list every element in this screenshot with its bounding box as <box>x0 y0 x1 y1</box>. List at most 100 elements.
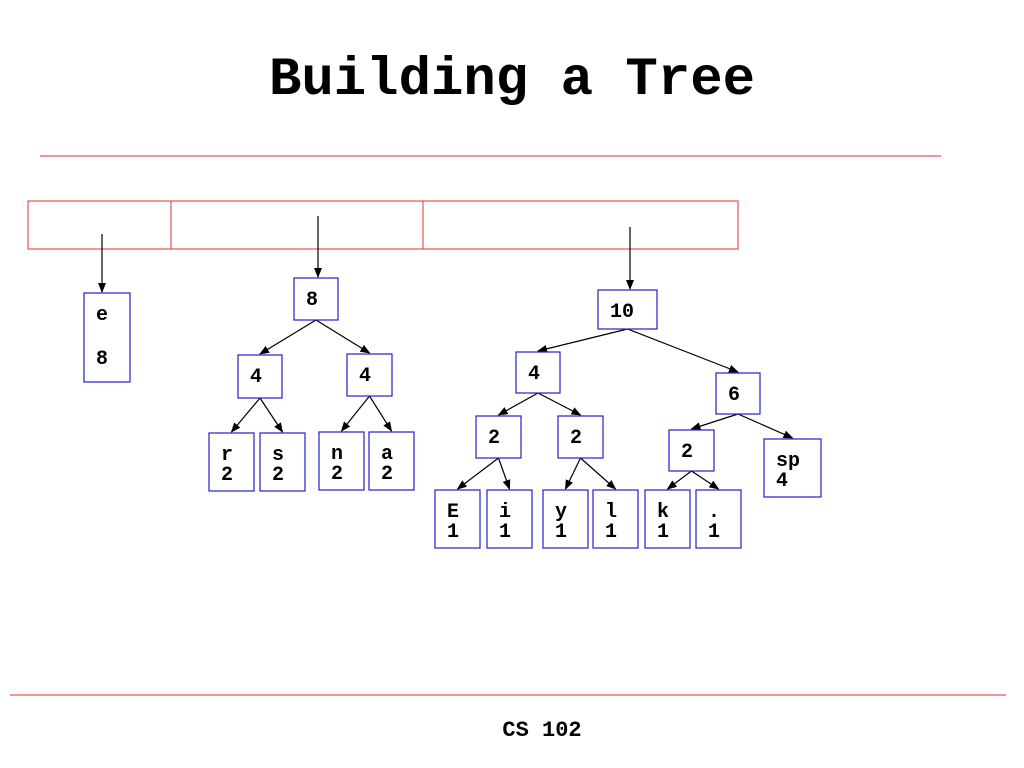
node-weight: 8 <box>96 348 108 371</box>
node-label: 4 <box>359 365 371 388</box>
tree-edge-t6-to-t2c <box>690 413 739 431</box>
tree-edge-t10-to-t6 <box>627 328 739 373</box>
tree-edge-t10-to-t4 <box>537 328 628 353</box>
node-box <box>763 438 822 498</box>
node-box <box>695 489 742 549</box>
tree-edge-t8-to-t8l <box>259 319 317 355</box>
node-label: i <box>499 501 511 524</box>
node-weight: 2 <box>272 464 284 487</box>
node-box <box>208 432 255 492</box>
node-weight: 1 <box>555 521 567 544</box>
node-label: r <box>221 444 233 467</box>
tree-node-t8r: 4 <box>346 353 393 397</box>
tree-node-r: r2 <box>208 432 255 492</box>
node-label: 2 <box>570 427 582 450</box>
node-label: e <box>96 304 108 327</box>
node-weight: 1 <box>708 521 720 544</box>
node-weight: 4 <box>776 470 788 493</box>
node-label: 2 <box>488 427 500 450</box>
node-label: l <box>605 501 617 524</box>
tree-edge-t2c-to-k <box>666 470 692 490</box>
tree-node-a: a2 <box>368 431 415 491</box>
tree-node-i: i1 <box>486 489 533 549</box>
node-box <box>368 431 415 491</box>
tree-node-t2b: 2 <box>557 415 604 459</box>
node-box <box>515 351 561 394</box>
tree-edge-t2a-to-i <box>497 457 511 490</box>
tree-node-k: k1 <box>644 489 691 549</box>
node-weight: 2 <box>331 463 343 486</box>
node-weight: 1 <box>499 521 511 544</box>
node-label: 6 <box>728 384 740 407</box>
tree-node-dot: .1 <box>695 489 742 549</box>
tree-edge-t4-to-t2b <box>537 392 582 416</box>
node-label: 2 <box>681 441 693 464</box>
tree-node-t6: 6 <box>715 372 761 415</box>
node-box <box>259 432 306 492</box>
tree-node-t10: 10 <box>597 289 658 330</box>
node-box <box>592 489 639 549</box>
tree-node-l: l1 <box>592 489 639 549</box>
node-weight: 2 <box>381 463 393 486</box>
node-label: k <box>657 501 669 524</box>
tree-edge-t8r-to-a <box>368 395 393 432</box>
tree-node-n: n2 <box>318 431 365 491</box>
tree-node-e: e8 <box>83 292 131 383</box>
slide-title: Building a Tree <box>268 50 756 111</box>
tree-edge-t8l-to-s <box>259 397 284 433</box>
tree-edge-t4-to-t2a <box>497 392 539 416</box>
tree-edge-t8l-to-r <box>230 397 261 433</box>
node-box <box>346 353 393 397</box>
node-box <box>644 489 691 549</box>
node-weight: 1 <box>657 521 669 544</box>
tree-edge-t6-to-sp <box>737 413 794 439</box>
tree-node-s: s2 <box>259 432 306 492</box>
tree-edge-t8r-to-n <box>340 395 370 432</box>
node-label: 4 <box>528 363 540 386</box>
tree-edge-t8-to-t8r <box>315 319 371 354</box>
node-box <box>237 354 283 399</box>
node-label: s <box>272 444 284 467</box>
tree-edge-t2a-to-E <box>456 457 499 490</box>
tree-node-y: y1 <box>542 489 589 549</box>
queue-frame <box>27 200 739 250</box>
node-box <box>542 489 589 549</box>
node-box <box>434 489 481 549</box>
node-weight: 1 <box>447 521 459 544</box>
node-label: 8 <box>306 289 318 312</box>
tree-node-t2a: 2 <box>475 415 522 459</box>
tree-node-t8: 8 <box>293 277 339 321</box>
node-box <box>83 292 131 383</box>
node-label: 10 <box>610 301 634 324</box>
node-label: n <box>331 443 343 466</box>
node-box <box>597 289 658 330</box>
tree-node-t8l: 4 <box>237 354 283 399</box>
slide-footer: CS 102 <box>502 718 582 743</box>
node-box <box>318 431 365 491</box>
node-box <box>293 277 339 321</box>
tree-edge-t2b-to-l <box>580 457 617 490</box>
tree-node-E: E1 <box>434 489 481 549</box>
node-label: . <box>708 501 720 524</box>
tree-node-t2c: 2 <box>668 429 715 472</box>
node-weight: 1 <box>605 521 617 544</box>
tree-node-sp: sp4 <box>763 438 822 498</box>
node-box <box>486 489 533 549</box>
node-box <box>668 429 715 472</box>
tree-edge-t2c-to-dot <box>691 470 720 490</box>
node-label: a <box>381 443 393 466</box>
node-box <box>715 372 761 415</box>
node-label: y <box>555 501 567 524</box>
tree-edges <box>98 216 794 490</box>
node-label: sp <box>776 450 800 473</box>
priority-queue <box>27 200 739 250</box>
node-box <box>475 415 522 459</box>
node-weight: 2 <box>221 464 233 487</box>
node-label: 4 <box>250 366 262 389</box>
node-box <box>557 415 604 459</box>
tree-node-t4: 4 <box>515 351 561 394</box>
tree-edge-t2b-to-y <box>564 457 582 490</box>
